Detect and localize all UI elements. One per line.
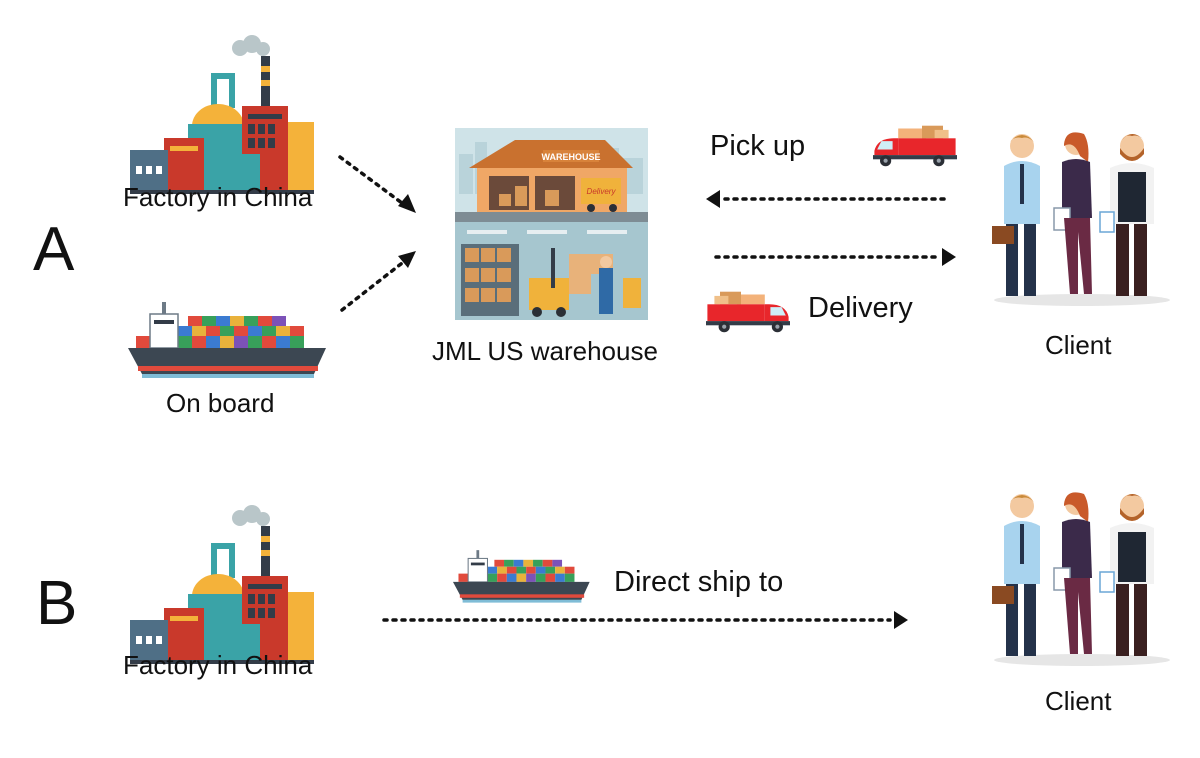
client-label-a: Client bbox=[1045, 330, 1112, 360]
direct-ship-label: Direct ship to bbox=[614, 566, 784, 598]
section-a-letter: A bbox=[33, 215, 75, 284]
truck-sign: Delivery bbox=[587, 187, 617, 196]
clients-icon bbox=[991, 491, 1171, 667]
section-b-letter: B bbox=[36, 569, 78, 638]
delivery-label: Delivery bbox=[808, 292, 913, 324]
warehouse-icon: WAREHOUSE Delivery bbox=[455, 128, 648, 320]
factory-label-b: Factory in China bbox=[123, 650, 313, 680]
warehouse-label: JML US warehouse bbox=[432, 336, 658, 366]
client-label-b: Client bbox=[1045, 686, 1112, 716]
factory-label-a: Factory in China bbox=[123, 182, 313, 212]
warehouse-sign: WAREHOUSE bbox=[541, 152, 600, 162]
ship-label: On board bbox=[166, 388, 275, 418]
pickup-label: Pick up bbox=[710, 130, 806, 162]
